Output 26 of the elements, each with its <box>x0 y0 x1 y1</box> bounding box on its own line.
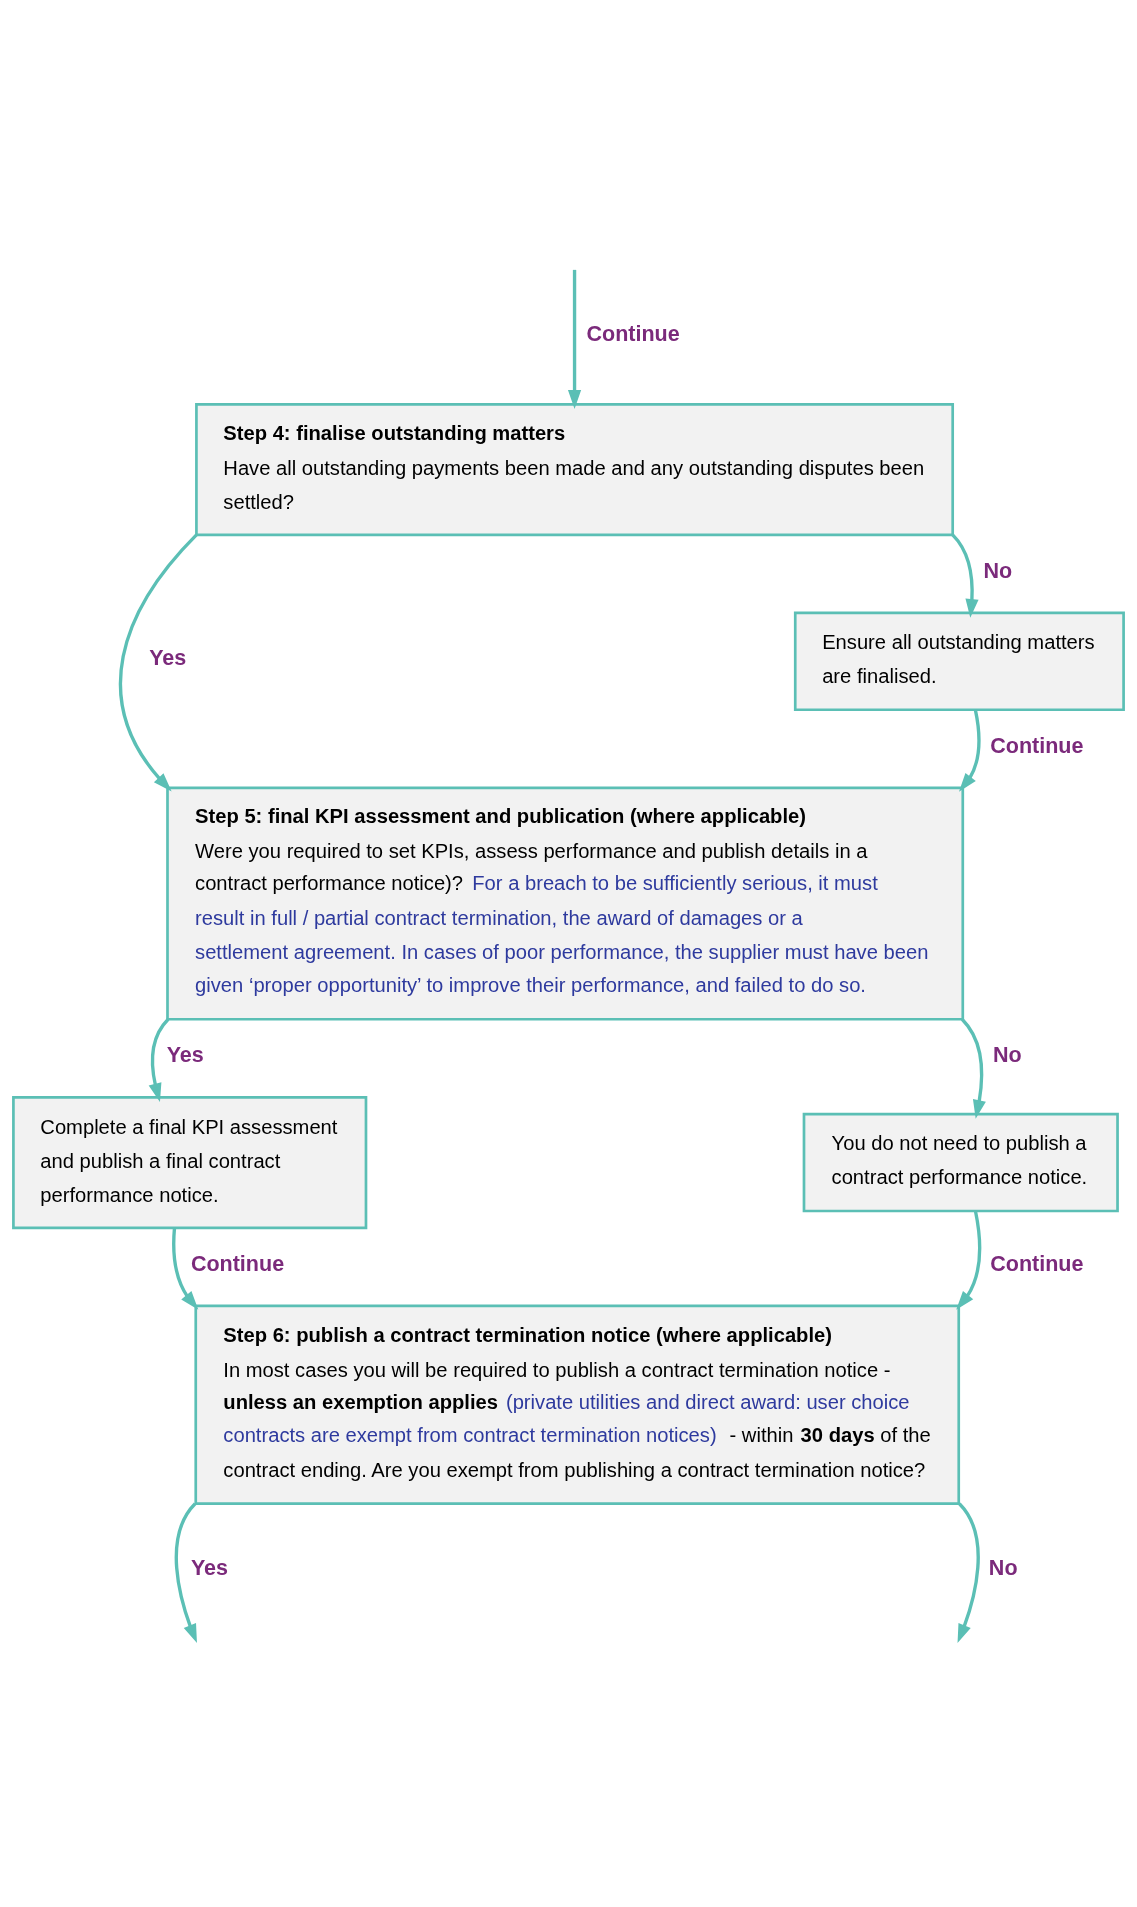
edge-label: Yes <box>190 1555 228 1580</box>
edge-label: No <box>988 1555 1018 1580</box>
edge-label: No <box>983 558 1013 583</box>
arrow <box>174 1502 197 1643</box>
node-box: Step 6: publish a contract termination notice (where applicable) In most cases you will be required to publish a contract termination notice - unless an exemption applies (private utilities and direct award: user choice contracts are exempt from contract termination notices) - within 30 days of the contract ending. Are you exempt from publishing a contract termination notice? <box>194 1304 961 1505</box>
node-box: Ensure all outstanding matters are finalised. <box>793 611 1125 711</box>
edge-label: Yes <box>149 645 187 670</box>
node-box: Step 4: finalise outstanding matters Have all outstanding payments been made and any outstanding disputes been settled? <box>195 402 955 536</box>
edge-label: Continue <box>190 1251 285 1276</box>
edge-label: Continue <box>586 321 680 346</box>
arrow <box>960 1017 986 1119</box>
edge-label: Continue <box>990 1251 1084 1276</box>
node-box: Complete a final KPI assessment and publish a final contract performance notice. <box>12 1095 368 1229</box>
node-box: Step 5: final KPI assessment and publication (where applicable) Were you required to set KPIs, assess performance and publish details in a contract performance notice)? For a breach to be sufficiently serious, it must result in full / partial contract termination, the award of damages or a settlement agreement. In cases of poor performance, the supplier must have been given ‘proper opportunity’ to improve their performance, and failed to do so. <box>166 785 965 1021</box>
edge-label: No <box>992 1042 1022 1067</box>
arrow <box>148 1017 170 1102</box>
arrow <box>172 1227 199 1310</box>
edge-label: Continue <box>990 733 1084 758</box>
arrow <box>957 1502 980 1643</box>
node-box: You do not need to publish a contract performance notice. <box>802 1112 1119 1212</box>
edge-label: Yes <box>166 1042 204 1067</box>
arrow <box>958 709 981 792</box>
arrow <box>119 533 198 791</box>
arrow <box>956 1210 982 1310</box>
arrow <box>567 269 582 409</box>
arrow <box>951 533 979 618</box>
